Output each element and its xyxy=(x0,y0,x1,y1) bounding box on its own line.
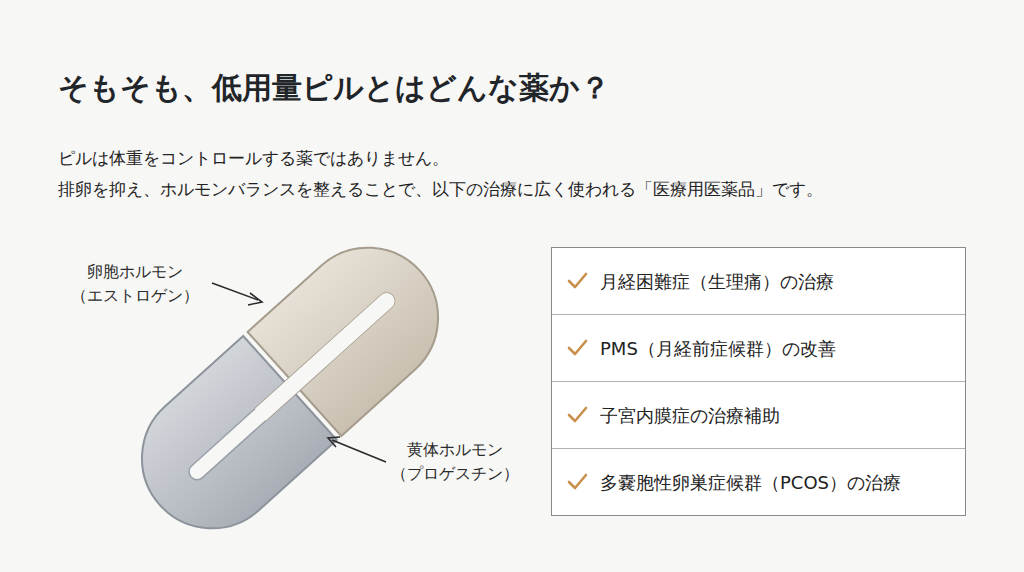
body-text: 排卵を抑え、ホルモンバランスを整えることで、以下の治療に広く使われる「医療用医薬… xyxy=(58,178,823,201)
list-frame xyxy=(552,248,966,516)
list-item: 多嚢胞性卵巣症候群（PCOS）の治療 xyxy=(600,449,962,516)
row-divider xyxy=(552,315,965,449)
check-mark xyxy=(569,274,586,488)
hormone-label: （エストロゲン） xyxy=(71,286,199,307)
list-item: 子宮内膜症の治療補助 xyxy=(600,382,962,449)
list-item: 月経困難症（生理痛）の治療 xyxy=(600,248,962,315)
item-text: 子宮内膜症の治療補助 xyxy=(600,404,780,428)
hormone-label: 卵胞ホルモン xyxy=(87,262,183,283)
hormone-label: （プロゲスチン） xyxy=(391,464,519,485)
item-text: 多嚢胞性卵巣症候群（PCOS）の治療 xyxy=(600,471,901,495)
leader-line xyxy=(212,283,386,462)
list-item: PMS（月経前症候群）の改善 xyxy=(600,315,962,382)
hormone-label: 黄体ホルモン xyxy=(407,440,503,461)
item-text: PMS（月経前症候群）の改善 xyxy=(600,337,836,361)
body-text: ピルは体重をコントロールする薬ではありません。 xyxy=(58,147,449,170)
slide-title: そもそも、低用量ピルとはどんな薬か？ xyxy=(58,68,610,109)
item-text: 月経困難症（生理痛）の治療 xyxy=(600,270,834,294)
